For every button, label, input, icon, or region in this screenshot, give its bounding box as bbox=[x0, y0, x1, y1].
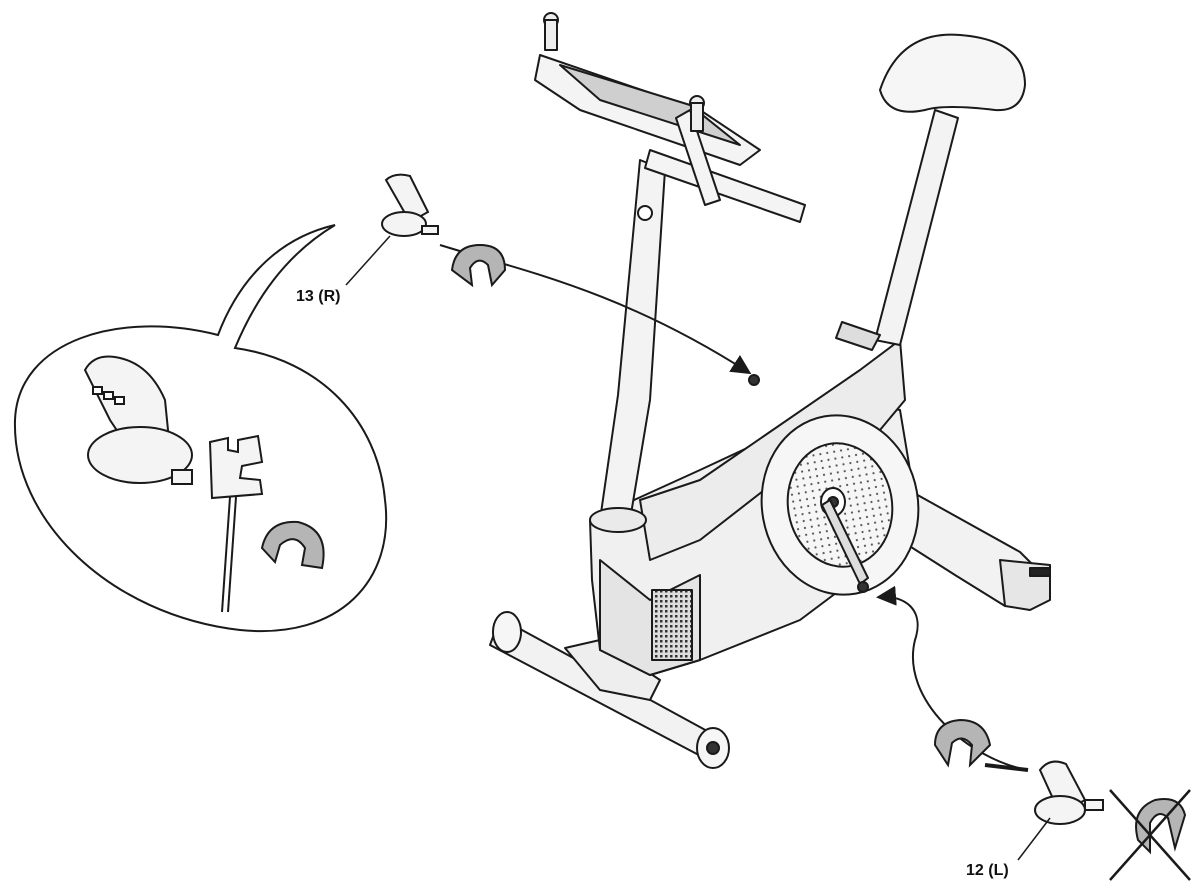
flywheel-cover bbox=[760, 414, 920, 596]
right-pedal-leader bbox=[345, 235, 391, 286]
rear-stabilizer bbox=[899, 487, 1051, 611]
detail-pedal-icon bbox=[83, 355, 193, 485]
right-pedal-label: 13 (R) bbox=[296, 288, 341, 305]
left-pedal-icon bbox=[1034, 760, 1104, 825]
pedal-wrench-icon bbox=[208, 434, 264, 613]
front-stabilizer bbox=[489, 611, 730, 769]
front-post bbox=[599, 159, 666, 521]
seat-assembly bbox=[835, 33, 1026, 351]
pedal-thread-right bbox=[748, 374, 760, 386]
exercise-bike bbox=[489, 12, 1051, 769]
detail-callout-bubble bbox=[13, 224, 388, 633]
console-and-handlebars bbox=[534, 12, 806, 223]
crossed-out-rotation-icon bbox=[1109, 789, 1191, 881]
left-pedal-path-arrow bbox=[876, 585, 1029, 771]
left-pedal-leader bbox=[1017, 817, 1051, 861]
left-pedal-label: 12 (L) bbox=[966, 862, 1009, 879]
detail-counterclockwise-arrow-icon bbox=[260, 520, 325, 570]
right-pedal-icon bbox=[381, 173, 439, 237]
pedal-thread-left bbox=[857, 581, 869, 593]
counterclockwise-rotation-arrow-icon bbox=[933, 718, 1029, 772]
clockwise-rotation-arrow-icon bbox=[450, 243, 507, 288]
